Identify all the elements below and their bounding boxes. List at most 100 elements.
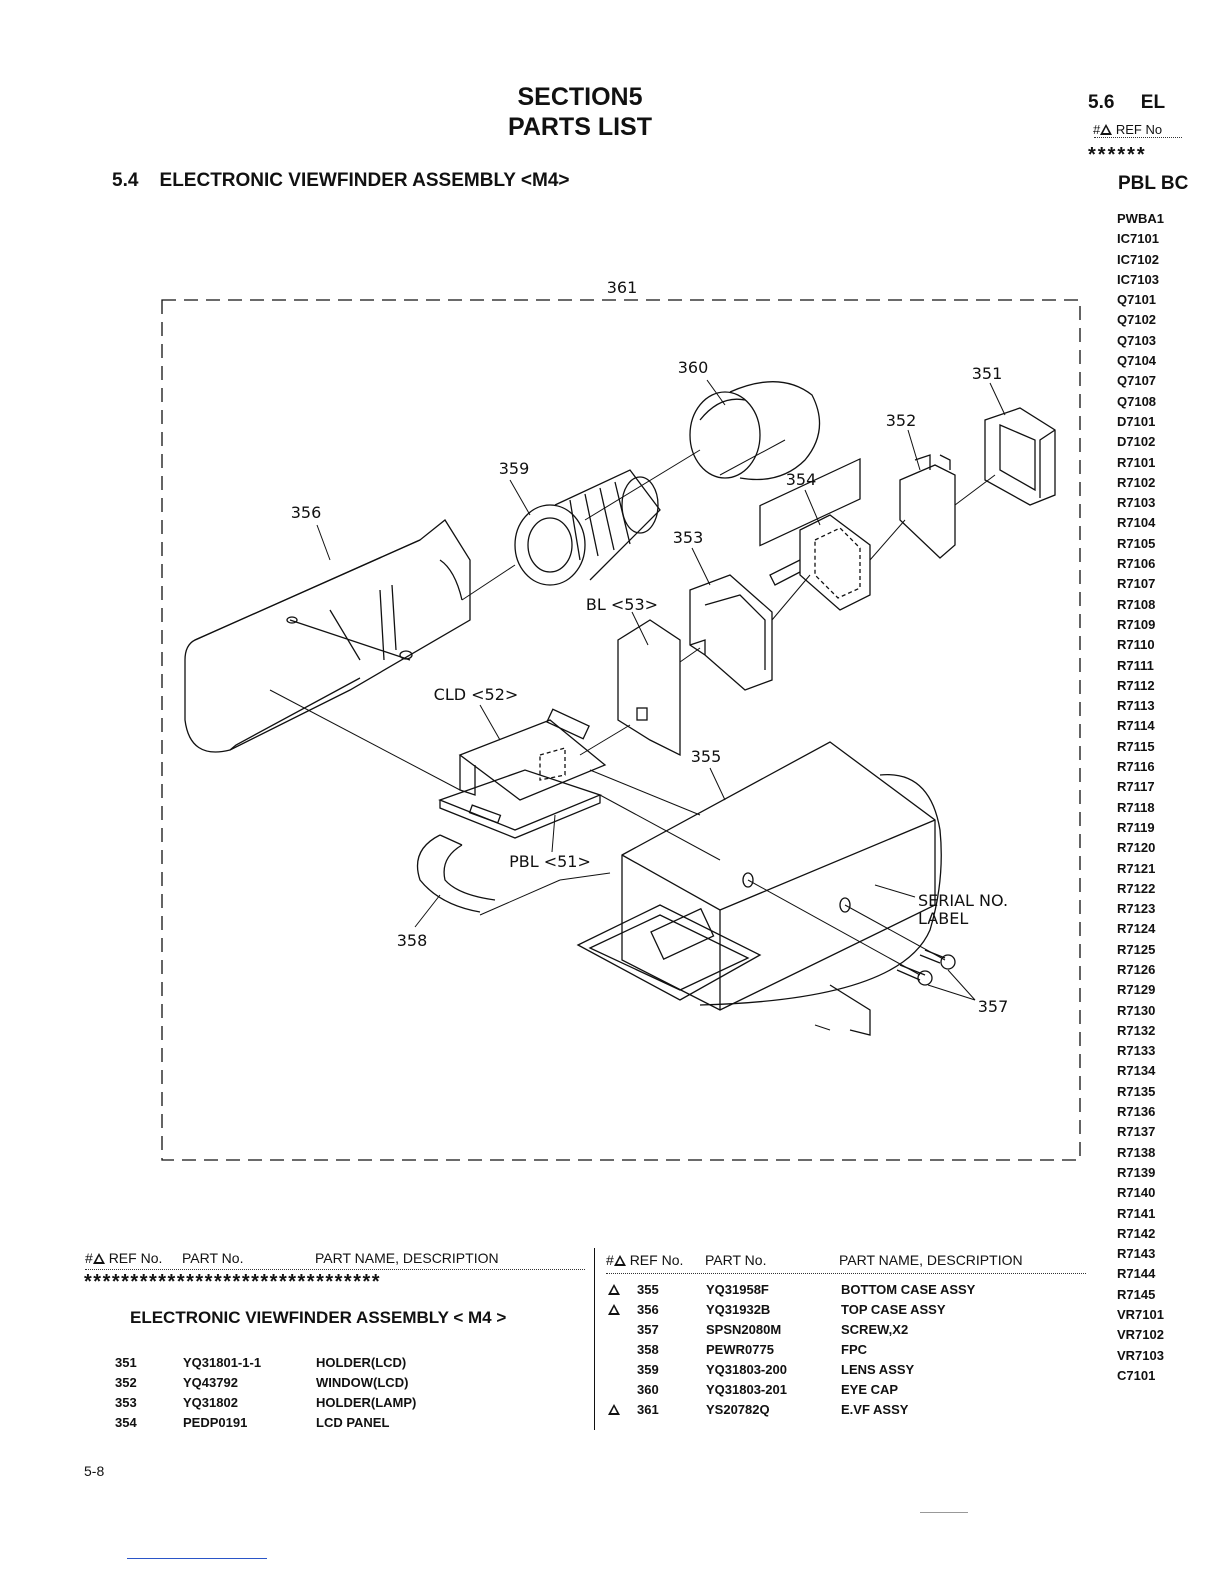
list-item: R7118 <box>1117 799 1155 815</box>
cell-ref: 356 <box>637 1302 659 1317</box>
bl-board-53 <box>617 619 681 757</box>
label-356: 356 <box>291 503 322 522</box>
list-item: VR7102 <box>1117 1327 1164 1343</box>
eye-cap-360 <box>689 381 821 481</box>
list-item: R7130 <box>1117 1002 1156 1018</box>
group-title: ELECTRONIC VIEWFINDER ASSEMBLY < M4 > <box>130 1308 507 1327</box>
cld-board-52 <box>458 708 607 801</box>
top-case-356 <box>184 519 471 753</box>
label-serial-label: LABEL <box>918 909 968 928</box>
cell-part: SPSN2080M <box>706 1322 782 1337</box>
cell-part: YQ31803-200 <box>706 1362 787 1377</box>
window-lcd-352 <box>899 454 956 559</box>
exploded-diagram: 361 360 351 352 359 354 356 353 BL <53> … <box>161 278 1081 1161</box>
list-item: R7102 <box>1117 474 1156 490</box>
warning-icon <box>608 1284 620 1295</box>
left-desc-header: PART NAME, DESCRIPTION <box>315 1250 499 1266</box>
list-item: IC7102 <box>1117 251 1159 267</box>
cell-desc: LCD PANEL <box>316 1415 390 1430</box>
label-serial-no: SERIAL NO. <box>918 891 1008 910</box>
label-cld: CLD <52> <box>434 685 519 704</box>
right-part-header: PART No. <box>705 1252 767 1268</box>
list-item: R7121 <box>1117 860 1156 876</box>
list-item: D7102 <box>1117 434 1156 450</box>
page-number: 5-8 <box>84 1463 105 1479</box>
list-item: D7101 <box>1117 413 1156 429</box>
footer-mark <box>920 1512 968 1513</box>
cell-ref: 354 <box>115 1415 137 1430</box>
ref-prefix: # <box>606 1252 614 1268</box>
label-352: 352 <box>886 411 917 430</box>
list-item: R7114 <box>1117 718 1155 734</box>
list-item: R7125 <box>1117 941 1156 957</box>
list-item: VR7103 <box>1117 1347 1164 1363</box>
list-item: R7115 <box>1117 738 1155 754</box>
label-360: 360 <box>678 358 709 377</box>
list-item: R7113 <box>1117 698 1155 714</box>
list-item: R7137 <box>1117 1124 1156 1140</box>
warning-icon <box>608 1304 620 1315</box>
list-item: R7101 <box>1117 454 1156 470</box>
list-item: R7145 <box>1117 1286 1156 1302</box>
list-item: R7133 <box>1117 1043 1156 1059</box>
subsection-title: 5.4 ELECTRONIC VIEWFINDER ASSEMBLY <M4> <box>112 170 570 191</box>
cell-ref: 361 <box>637 1402 659 1417</box>
list-item: R7110 <box>1117 637 1155 653</box>
list-item: R7119 <box>1117 819 1155 835</box>
list-item: Q7107 <box>1117 373 1157 389</box>
list-item: R7141 <box>1117 1205 1156 1221</box>
list-item: R7111 <box>1117 657 1154 673</box>
list-item: R7104 <box>1117 515 1156 531</box>
list-item: R7134 <box>1117 1063 1156 1079</box>
right-table-ref-header: # REF No. <box>606 1252 683 1268</box>
list-item: IC7101 <box>1117 231 1159 247</box>
footer-rule <box>127 1558 267 1559</box>
list-item: R7129 <box>1117 982 1156 998</box>
cell-part: YQ43792 <box>183 1375 238 1390</box>
holder-lamp-353 <box>689 574 773 691</box>
cell-desc: HOLDER(LCD) <box>316 1355 407 1370</box>
ref-prefix: # <box>1093 122 1101 137</box>
list-item: Q7102 <box>1117 312 1157 328</box>
list-item: C7101 <box>1117 1367 1156 1383</box>
label-359: 359 <box>499 459 530 478</box>
list-item: R7139 <box>1117 1164 1156 1180</box>
cell-desc: EYE CAP <box>841 1382 899 1397</box>
list-item: R7106 <box>1117 556 1156 572</box>
label-354: 354 <box>786 470 817 489</box>
warning-icon <box>608 1404 620 1415</box>
list-item: Q7104 <box>1117 353 1157 369</box>
cell-ref: 359 <box>637 1362 659 1377</box>
right-ref-header: # REF No <box>1088 122 1224 137</box>
right-board-title: PBL BC <box>1118 173 1189 194</box>
warning-icon <box>613 1255 626 1266</box>
cell-desc: BOTTOM CASE ASSY <box>841 1282 976 1297</box>
cell-desc: TOP CASE ASSY <box>841 1302 946 1317</box>
list-item: R7140 <box>1117 1185 1156 1201</box>
cell-ref: 352 <box>115 1375 137 1390</box>
right-table-ref-label: REF No. <box>629 1252 684 1268</box>
label-358: 358 <box>397 931 428 950</box>
label-353: 353 <box>673 528 704 547</box>
cell-ref: 351 <box>115 1355 137 1370</box>
cell-ref: 360 <box>637 1382 659 1397</box>
ref-prefix: # <box>85 1250 93 1266</box>
right-ref-label: REF No <box>1115 122 1163 137</box>
list-item: R7103 <box>1117 495 1156 511</box>
cell-desc: HOLDER(LAMP) <box>316 1395 417 1410</box>
label-bl: BL <53> <box>586 595 658 614</box>
list-item: R7107 <box>1117 576 1156 592</box>
label-351: 351 <box>972 364 1003 383</box>
list-item: R7109 <box>1117 616 1156 632</box>
leader-lines <box>269 379 1006 1031</box>
